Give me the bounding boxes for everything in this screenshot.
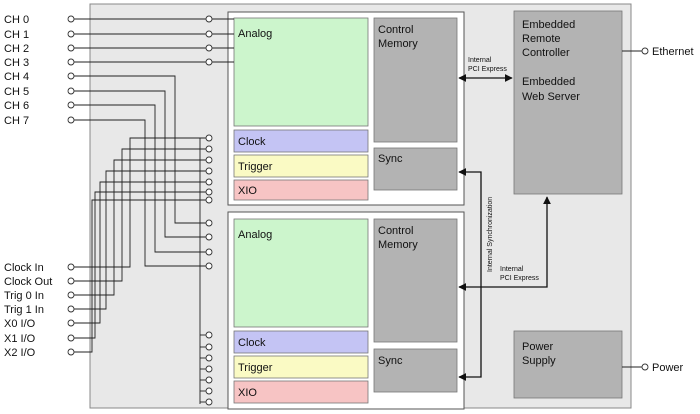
bottom-clock-label: Clock [238,337,266,349]
top-sync-block [373,147,458,191]
top-clock-label: Clock [238,136,266,148]
sync-link-top [458,168,482,270]
bottom-xio-label: XIO [238,387,257,399]
bottom-sync-label: Sync [378,355,403,367]
bottom-clock-block [233,330,369,354]
bottom-trigger-block [233,355,369,379]
wiring [74,18,234,404]
ch4-label: CH 4 [4,71,29,83]
controller-line-4: Embedded [522,76,575,88]
bottom-pcie-arrow [458,196,551,291]
ch2-label: CH 2 [4,43,29,55]
clock-in-label: Clock In [4,262,44,274]
ch3-label: CH 3 [4,57,29,69]
top-control-memory-block [373,17,458,143]
bottom-analog-label: Analog [238,229,272,241]
ch7-label: CH 7 [4,115,29,127]
top-xio-block [233,179,369,201]
top-control-label: Control [378,24,413,36]
internal-sync-label: Internal Synchronization [487,197,494,272]
bottom-control-label: Control [378,225,413,237]
bottom-analog-block [233,218,369,328]
ch6-label: CH 6 [4,100,29,112]
bottom-memory-label: Memory [378,239,418,251]
top-xio-label: XIO [238,185,257,197]
top-sync-label: Sync [378,153,403,165]
sync-link-bottom [458,270,482,381]
power-label: Power [652,362,684,374]
bottom-pcie-label-2: PCI Express [500,275,539,282]
x2-io-label: X2 I/O [4,347,36,359]
power-supply-line-2: Supply [522,355,556,367]
bottom-xio-block [233,380,369,404]
bottom-sync-block [373,348,458,393]
top-memory-label: Memory [378,38,418,50]
power-port-pin [641,363,649,371]
ch1-label: CH 1 [4,29,29,41]
controller-line-5: Web Server [522,91,580,103]
controller-line-1: Embedded [522,19,575,31]
embedded-controller-block [513,10,623,195]
top-pcie-label-2: PCI Express [468,66,507,73]
ch0-label: CH 0 [4,14,29,26]
x1-io-label: X1 I/O [4,333,36,345]
top-pcie-label-1: Internal [468,57,492,64]
power-supply-line-1: Power [522,341,554,353]
trig0-in-label: Trig 0 In [4,290,44,302]
controller-line-2: Remote [522,33,561,45]
top-analog-block [233,17,369,127]
bottom-trigger-label: Trigger [238,362,273,374]
ethernet-port-pin [641,47,649,55]
top-trigger-label: Trigger [238,161,273,173]
top-trigger-block [233,154,369,178]
module-pins [205,15,213,406]
x0-io-label: X0 I/O [4,318,36,330]
trig1-in-label: Trig 1 In [4,304,44,316]
ch5-label: CH 5 [4,86,29,98]
controller-line-3: Controller [522,47,570,59]
ethernet-label: Ethernet [652,46,694,58]
power-supply-block [513,330,623,399]
external-pins [67,15,75,356]
top-clock-block [233,129,369,153]
top-analog-label: Analog [238,28,272,40]
clock-out-label: Clock Out [4,276,52,288]
bottom-pcie-label-1: Internal [500,266,524,273]
bottom-control-memory-block [373,218,458,343]
